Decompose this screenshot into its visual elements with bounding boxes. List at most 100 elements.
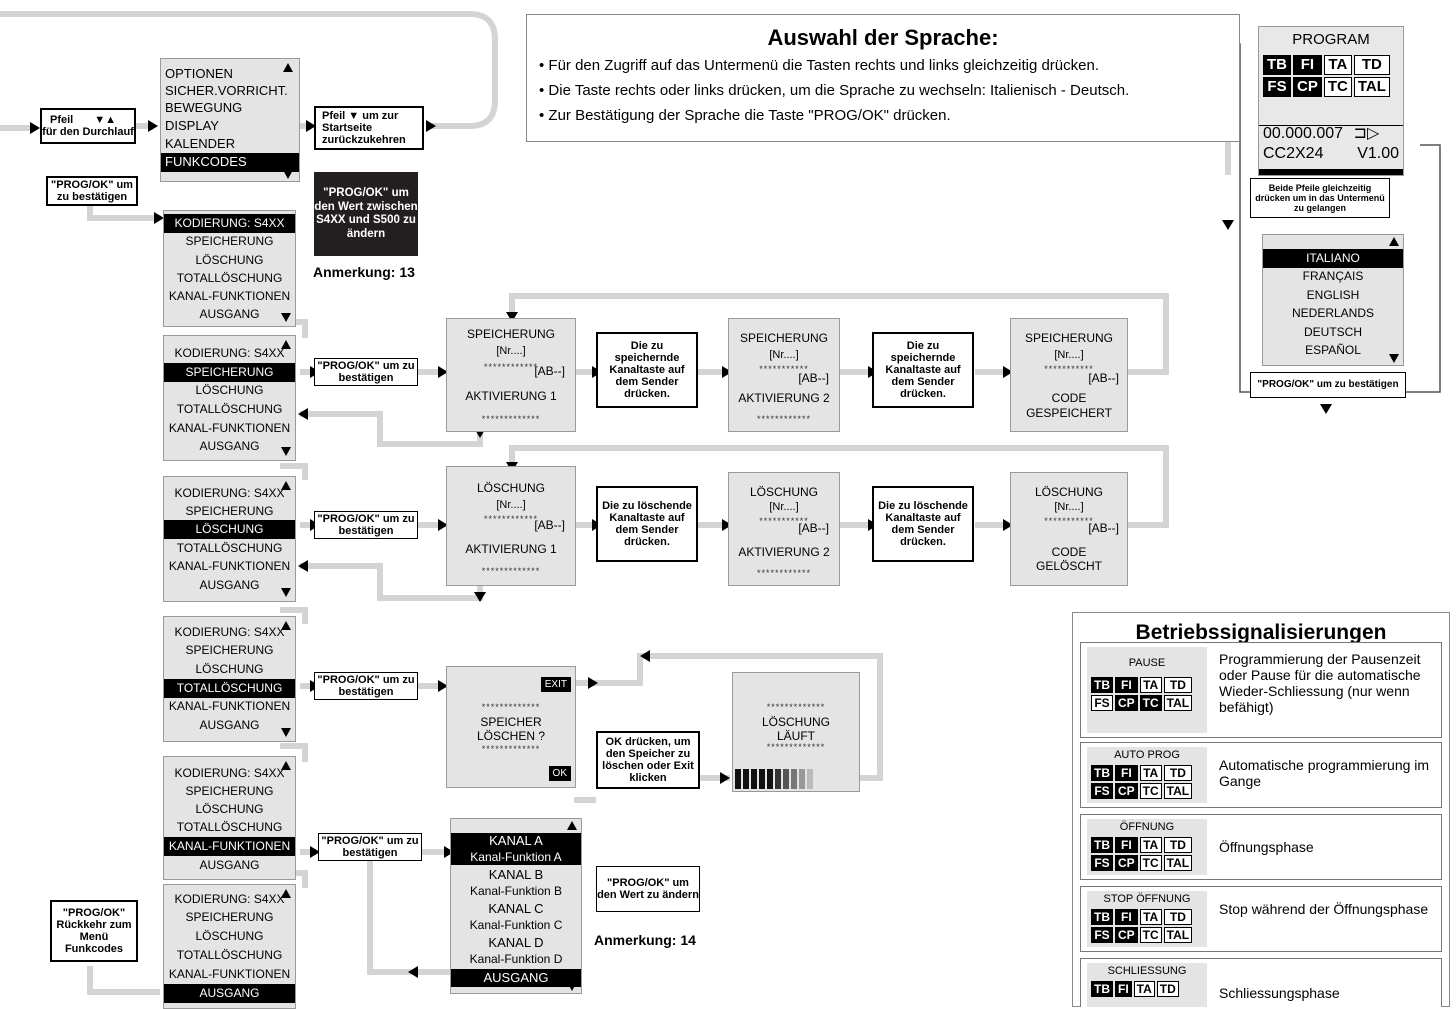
menu-item-selected[interactable]: TOTALLÖSCHUNG bbox=[164, 679, 295, 698]
menu-item[interactable]: KANAL-FUNKTIONEN bbox=[168, 289, 291, 303]
menu-item[interactable]: KANAL-FUNKTIONEN bbox=[168, 967, 291, 981]
menu-item[interactable]: KANAL D bbox=[488, 935, 544, 950]
total-delete-confirm: EXIT ************* SPEICHER LÖSCHEN ? **… bbox=[446, 666, 576, 788]
menu-item[interactable]: Kanal-Funktion C bbox=[469, 918, 563, 932]
both-arrows-box: Beide Pfeile gleichzeitig drücken um in … bbox=[1250, 178, 1390, 218]
prog-ok-box-loeschung: "PROG/OK" um zu bestätigen bbox=[314, 511, 418, 539]
chip: TB bbox=[1091, 677, 1113, 693]
lcd-nr: [Nr....] bbox=[496, 345, 526, 357]
exit-button[interactable]: EXIT bbox=[540, 677, 571, 692]
lang-selected[interactable]: ITALIANO bbox=[1263, 249, 1403, 268]
chip: TA bbox=[1139, 765, 1162, 781]
menu-item[interactable]: SPEICHERUNG bbox=[185, 643, 274, 657]
lcd-stars: *********** bbox=[1044, 516, 1094, 526]
menu-item[interactable]: AUSGANG bbox=[199, 307, 260, 321]
bullet-3: • Zur Bestätigung der Sprache die Taste … bbox=[539, 107, 951, 124]
lcd-stars: ************* bbox=[481, 566, 541, 576]
chip: TB bbox=[1091, 981, 1113, 997]
lcd-stars: ************* bbox=[481, 414, 541, 424]
loeschung-step3: LÖSCHUNG [Nr....] *********** [AB--] COD… bbox=[1010, 472, 1128, 586]
lcd-title: SPEICHERUNG bbox=[739, 331, 828, 345]
menu-item[interactable]: BEWEGUNG bbox=[165, 100, 243, 115]
lcd-code: CODE bbox=[1051, 391, 1087, 405]
menu-item[interactable]: TOTALLÖSCHUNG bbox=[176, 820, 283, 834]
menu-item-selected[interactable]: AUSGANG bbox=[164, 984, 295, 1003]
menu-item[interactable]: TOTALLÖSCHUNG bbox=[176, 541, 283, 555]
menu-item[interactable]: OPTIONEN bbox=[165, 66, 233, 81]
menu-item[interactable]: SICHER.VORRICHT. bbox=[165, 83, 288, 98]
back-to-start-box: Pfeil ▼ um zur Startseite zurückzukehren bbox=[314, 106, 424, 150]
prog-ok-box-kanal: "PROG/OK" um zu bestätigen bbox=[318, 833, 422, 861]
menu-item[interactable]: Kanal-Funktion D bbox=[469, 952, 563, 966]
prog-ok-box-speicherung: "PROG/OK" um zu bestätigen bbox=[314, 358, 418, 386]
menu-item[interactable]: LÖSCHUNG bbox=[195, 253, 264, 267]
menu-item[interactable]: TOTALLÖSCHUNG bbox=[176, 402, 283, 416]
menu-item[interactable]: SPEICHERUNG bbox=[185, 234, 274, 248]
menu-item[interactable]: LÖSCHUNG bbox=[195, 662, 264, 676]
menu-item[interactable]: KODIERUNG: S4XX bbox=[174, 486, 285, 500]
menu-item[interactable]: TOTALLÖSCHUNG bbox=[176, 948, 283, 962]
arrows-scroll-box: Pfeil ▼▲ für den Durchlauf bbox=[40, 108, 136, 144]
menu-item[interactable]: KANAL-FUNKTIONEN bbox=[168, 421, 291, 435]
menu-item[interactable]: KODIERUNG: S4XX bbox=[174, 892, 285, 906]
menu-item-selected[interactable]: Kanal-Funktion A bbox=[451, 849, 581, 865]
menu-item[interactable]: SPEICHERUNG bbox=[185, 910, 274, 924]
menu-item-selected[interactable]: SPEICHERUNG bbox=[164, 363, 295, 382]
bullet-2: • Die Taste rechts oder links drücken, u… bbox=[539, 82, 1130, 99]
lcd-line: LÄUFT bbox=[776, 729, 815, 743]
lang-item[interactable]: ENGLISH bbox=[1306, 288, 1360, 302]
menu-item[interactable]: Kanal-Funktion B bbox=[469, 884, 563, 898]
menu-item[interactable]: KODIERUNG: S4XX bbox=[174, 766, 285, 780]
chip: FI bbox=[1115, 677, 1138, 693]
chip: CP bbox=[1115, 855, 1138, 871]
lcd-stars: *********** bbox=[1044, 364, 1094, 374]
chip: TC bbox=[1139, 927, 1162, 943]
lang-item[interactable]: FRANÇAIS bbox=[1302, 269, 1364, 283]
menu-item[interactable]: AUSGANG bbox=[199, 718, 260, 732]
menu-item[interactable]: KANAL-FUNKTIONEN bbox=[168, 699, 291, 713]
menu-item[interactable]: KANAL C bbox=[488, 901, 544, 916]
version-value: V1.00 bbox=[1357, 145, 1399, 162]
chip: FI bbox=[1115, 909, 1138, 925]
menu-item[interactable]: LÖSCHUNG bbox=[195, 929, 264, 943]
menu-item[interactable]: KODIERUNG: S4XX bbox=[174, 346, 285, 360]
menu-item[interactable]: AUSGANG bbox=[199, 578, 260, 592]
menu-item[interactable]: KANAL-FUNKTIONEN bbox=[168, 559, 291, 573]
menu-item-selected[interactable]: KODIERUNG: S4XX bbox=[164, 214, 295, 233]
menu-item[interactable]: LÖSCHUNG bbox=[195, 802, 264, 816]
chip: TB bbox=[1091, 909, 1113, 925]
chip: FI bbox=[1293, 55, 1322, 75]
menu-item[interactable]: SPEICHERUNG bbox=[185, 784, 274, 798]
menu-item-selected[interactable]: KANAL A bbox=[451, 833, 581, 849]
lang-item[interactable]: ESPAÑOL bbox=[1305, 343, 1361, 357]
lang-item[interactable]: NEDERLANDS bbox=[1291, 306, 1375, 320]
menu-item-selected[interactable]: AUSGANG bbox=[451, 969, 581, 987]
note-14: Anmerkung: 14 bbox=[594, 932, 696, 948]
chip: TAL bbox=[1163, 695, 1193, 711]
lcd-title: SPEICHERUNG bbox=[466, 327, 555, 341]
menu-item[interactable]: SPEICHERUNG bbox=[185, 504, 274, 518]
scroll-up-icon bbox=[281, 621, 291, 630]
menu-item[interactable]: KALENDER bbox=[165, 136, 236, 151]
menu-item[interactable]: DISPLAY bbox=[165, 118, 219, 133]
signal-label: SCHLIESSUNG bbox=[1107, 965, 1187, 977]
menu-item-selected[interactable]: LÖSCHUNG bbox=[164, 520, 295, 539]
lcd-done: GESPEICHERT bbox=[1026, 406, 1112, 420]
ok-button[interactable]: OK bbox=[548, 766, 571, 781]
lang-item[interactable]: DEUTSCH bbox=[1303, 325, 1362, 339]
scroll-down-icon bbox=[281, 447, 291, 456]
menu-item-selected[interactable]: KANAL-FUNKTIONEN bbox=[164, 837, 295, 856]
menu-item-selected[interactable]: FUNKCODES bbox=[161, 153, 299, 172]
menu-item[interactable]: AUSGANG bbox=[199, 858, 260, 872]
menu-item[interactable]: KANAL B bbox=[488, 867, 544, 882]
menu-item[interactable]: LÖSCHUNG bbox=[195, 383, 264, 397]
code-menu-totalloeschung: KODIERUNG: S4XX SPEICHERUNG LÖSCHUNG TOT… bbox=[163, 616, 296, 742]
menu-item[interactable]: AUSGANG bbox=[199, 439, 260, 453]
total-delete-running: ************* LÖSCHUNG LÄUFT ***********… bbox=[732, 672, 860, 792]
chip: CP bbox=[1293, 77, 1322, 97]
menu-item[interactable]: TOTALLÖSCHUNG bbox=[176, 271, 283, 285]
menu-item[interactable]: KODIERUNG: S4XX bbox=[174, 625, 285, 639]
lcd-stars: ************* bbox=[766, 702, 826, 712]
